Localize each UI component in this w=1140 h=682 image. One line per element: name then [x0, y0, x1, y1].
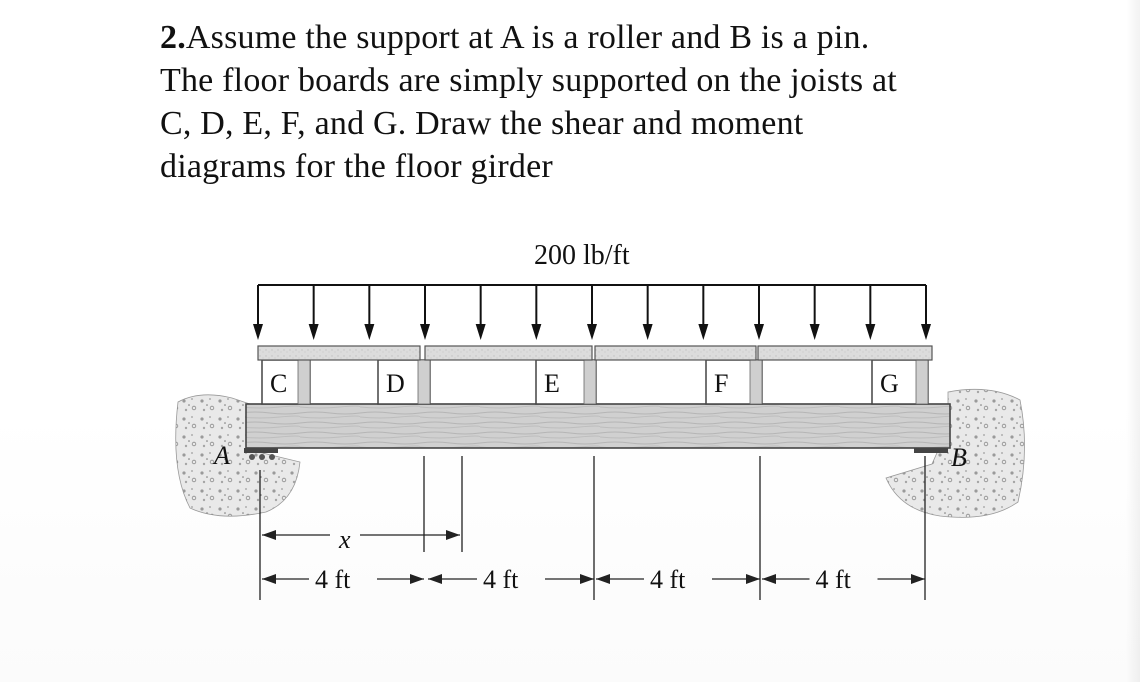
distributed-load-arrows [253, 284, 931, 340]
joist-side [583, 359, 597, 405]
load-arrow [364, 285, 375, 340]
floor-boards [257, 345, 933, 361]
span-dimension: 4 ft [762, 565, 925, 594]
span-label: 4 ft [816, 565, 852, 594]
right-ground-mass [885, 388, 1025, 518]
support-a-roller [269, 454, 275, 460]
span-dimension: 4 ft [596, 565, 760, 594]
joist-label-g: G [880, 369, 899, 398]
problem-number: 2. [160, 19, 186, 56]
load-arrow [865, 285, 876, 340]
load-arrow [587, 285, 597, 340]
load-arrow [531, 285, 542, 340]
support-a-plate [244, 448, 278, 453]
load-arrow [308, 285, 319, 340]
problem-statement: 2.Assume the support at A is a roller an… [160, 16, 980, 188]
joist-d: D [377, 359, 431, 405]
load-arrow [809, 285, 820, 340]
floor-board [424, 345, 593, 361]
support-a-label: A [212, 441, 230, 470]
joist-e: E [535, 359, 597, 405]
joist-g: G [871, 359, 929, 405]
floor-girder [245, 403, 951, 449]
load-arrow [921, 285, 931, 340]
joist-side [915, 359, 929, 405]
span-dimension: 4 ft [262, 565, 424, 594]
problem-line-4: diagrams for the floor girder [160, 148, 553, 185]
joist-side [749, 359, 763, 405]
problem-line-2: The floor boards are simply supported on… [160, 62, 897, 99]
load-arrow [253, 285, 263, 340]
joist-label-f: F [714, 369, 728, 398]
span-dimension: 4 ft [428, 565, 594, 594]
left-ground-mass [175, 394, 301, 517]
support-a-roller [249, 454, 255, 460]
support-b-plate [914, 448, 948, 453]
floor-board [257, 345, 421, 361]
floor-board [594, 345, 757, 361]
load-label: 200 lb/ft [534, 240, 630, 271]
joist-f: F [705, 359, 763, 405]
load-arrow [420, 285, 430, 340]
load-arrow [475, 285, 486, 340]
span-label: 4 ft [483, 565, 519, 594]
x-dimension-arrowhead [262, 530, 276, 540]
joist-side [297, 359, 311, 405]
load-arrow [698, 285, 709, 340]
load-arrow [642, 285, 653, 340]
x-coordinate-label: x [338, 525, 351, 554]
problem-line-3: C, D, E, F, and G. Draw the shear and mo… [160, 105, 804, 142]
joists: C D E F G [261, 359, 929, 405]
span-label: 4 ft [315, 565, 351, 594]
page-edge-shadow [1126, 0, 1140, 682]
load-arrow [754, 285, 764, 340]
problem-line-1-text: Assume the support at A is a roller and … [185, 19, 870, 56]
joist-side [417, 359, 431, 405]
floor-board [757, 345, 933, 361]
dimension-lines: 4 ft 4 ft 4 ft 4 ft [259, 456, 926, 600]
joist-c: C [261, 359, 311, 405]
problem-line-1: 2.Assume the support at A is a roller an… [160, 16, 980, 59]
support-b-label: B [951, 443, 967, 472]
x-dimension-arrowhead [446, 530, 460, 540]
span-label: 4 ft [650, 565, 686, 594]
joist-label-c: C [270, 369, 287, 398]
support-a-roller [259, 454, 265, 460]
joist-label-d: D [386, 369, 405, 398]
joist-label-e: E [544, 369, 560, 398]
